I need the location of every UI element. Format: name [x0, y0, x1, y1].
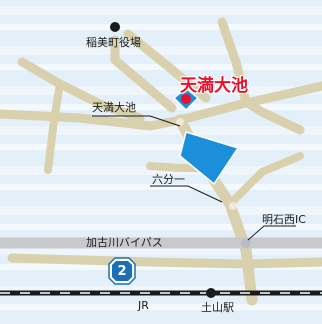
national-route-shield-icon: 2	[108, 257, 136, 285]
rokubuichi-junction	[229, 202, 237, 210]
label-town-office: 稲美町役場	[86, 36, 141, 49]
road-lower-horizontal	[7, 253, 322, 269]
label-rokubuichi: 六分一	[152, 173, 185, 186]
label-tenma-oike: 天満大池	[92, 101, 136, 114]
leader-akashi-nishi-ic	[247, 225, 296, 241]
leader-rokubuichi	[150, 185, 223, 203]
pond-tenma-oike	[179, 131, 240, 186]
label-kakogawa-bypass: 加古川バイパス	[86, 236, 163, 249]
destination-title: 天満大池	[180, 76, 248, 96]
road-upper-left	[17, 57, 145, 123]
destination-dot-icon	[181, 94, 191, 104]
office-dot-icon	[110, 22, 120, 32]
road-diagonal-north	[123, 29, 211, 103]
road-town-office	[110, 35, 177, 113]
road-left-branch	[44, 80, 64, 174]
road-tenma-oike	[0, 109, 185, 131]
leader-tenma-oike	[92, 115, 181, 127]
label-jr: JR	[138, 299, 149, 312]
label-tsuchiyama-station: 土山駅	[201, 301, 234, 314]
station-dot-icon	[206, 288, 216, 298]
junction-marker	[176, 118, 184, 126]
road-east-lower	[241, 97, 305, 135]
akashi-nishi-ic-marker	[241, 238, 251, 248]
label-akashi-nishi-ic: 明石西IC	[262, 213, 306, 226]
road-right-spur	[226, 152, 304, 208]
road-north-right	[217, 17, 251, 107]
route-number: 2	[117, 263, 127, 279]
